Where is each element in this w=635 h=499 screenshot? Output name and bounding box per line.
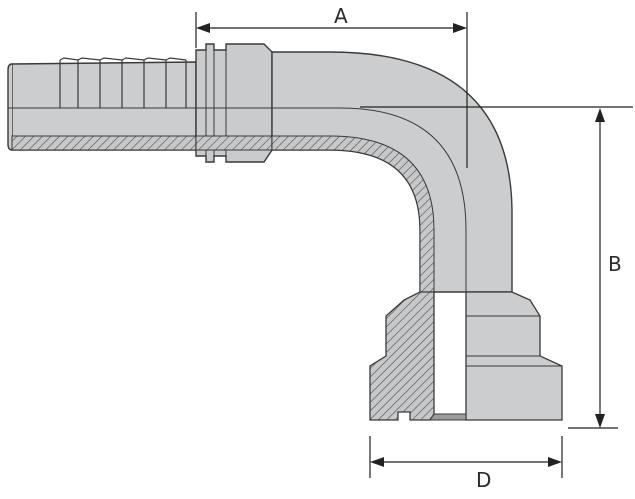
stem-barbs xyxy=(59,57,187,108)
dimension-a-label: A xyxy=(334,4,348,28)
swivel-nut xyxy=(369,291,563,421)
hose-stem xyxy=(7,57,200,151)
elbow-tube xyxy=(271,51,513,293)
collar xyxy=(195,43,273,163)
dimension-a xyxy=(195,12,468,168)
dimension-b xyxy=(360,106,633,429)
dimension-b-label: B xyxy=(608,252,622,276)
dimension-d xyxy=(369,436,563,478)
dimension-d-label: D xyxy=(476,468,492,492)
